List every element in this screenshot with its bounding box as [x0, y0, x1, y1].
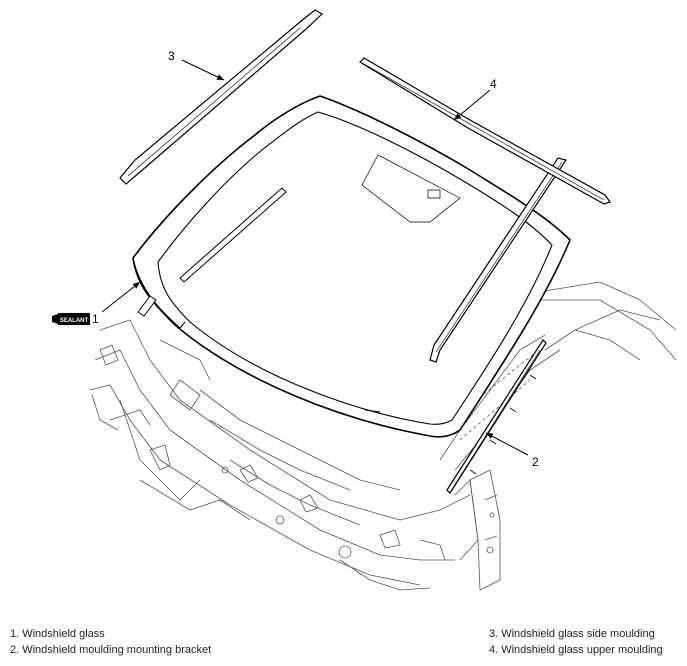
sealant-label: SEALANT — [60, 318, 89, 324]
leader-4 — [453, 89, 491, 121]
legend-left-column: 1. Windshield glass 2. Windshield mouldi… — [10, 626, 211, 658]
leader-2 — [485, 432, 529, 456]
callout-1: 1 — [92, 312, 99, 326]
legend-item-windshield-glass: 1. Windshield glass — [10, 628, 105, 640]
side-moulding — [119, 9, 324, 185]
vehicle-body-frame — [89, 281, 677, 591]
exploded-view-diagram: SEALANT 1 2 3 4 — [52, 9, 677, 591]
leader-1 — [101, 281, 141, 313]
callout-4: 4 — [490, 77, 497, 91]
upper-moulding — [359, 57, 611, 205]
callout-2: 2 — [532, 455, 539, 469]
left-trim-strip — [137, 187, 287, 317]
callout-3: 3 — [168, 49, 175, 63]
legend-right-column: 3. Windshield glass side moulding 4. Win… — [489, 626, 663, 658]
legend-item-side-moulding: 3. Windshield glass side moulding — [489, 628, 655, 640]
right-side-moulding — [429, 157, 567, 363]
sealant-tube-icon: SEALANT — [52, 313, 90, 325]
legend-item-mounting-bracket: 2. Windshield moulding mounting bracket — [10, 644, 212, 656]
leader-lines — [101, 59, 529, 456]
leader-3 — [181, 59, 225, 81]
legend-item-upper-moulding: 4. Windshield glass upper moulding — [489, 644, 663, 656]
moulding-mounting-bracket — [446, 339, 547, 494]
